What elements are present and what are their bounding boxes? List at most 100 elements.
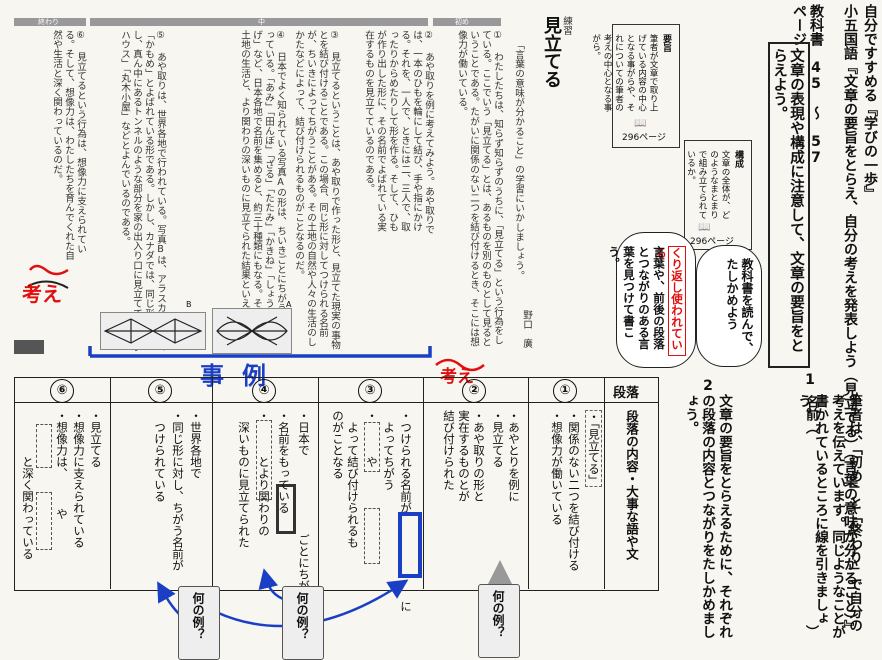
row3-line1: ・つけられる名前が	[399, 410, 413, 514]
paragraph-5: ⑤ あや取りは、世界各地で行われている。写真Bは、アラスカの西部で「かもめ」とよ…	[119, 30, 166, 352]
row1-line2: ・関係のない二つを結び付ける	[567, 410, 581, 571]
divider	[528, 377, 529, 589]
row6-line1: ・見立てる	[89, 410, 103, 468]
callout-what-example	[478, 584, 520, 658]
row4-line1: ・日本で	[297, 410, 311, 456]
header-line2: 小五国語『文章の要旨をとらえ、自分の考えを発表しよう（見立てる）（言葉の意味が分…	[842, 4, 858, 634]
passage-title: 見立てる	[541, 16, 562, 88]
paragraph-4: ④ 日本でよく知られている写真Aの形は、ちいきごとにちがう名前をもっている。「あ…	[239, 30, 286, 352]
speech-bubble-hint	[616, 232, 696, 368]
row4-line3: ・名前をもっている	[277, 410, 291, 514]
row-number: ⑤	[148, 379, 172, 403]
row2-line1: ・あやとりを例に	[507, 410, 521, 502]
row2-line3: ・あや取りの形と実在するものとが結び付けられた	[442, 410, 486, 502]
blank-box[interactable]	[276, 484, 296, 534]
row5-line3: つけられている	[153, 410, 167, 503]
book-icon: 📖	[634, 118, 647, 129]
youshi-page: 296ページ	[622, 133, 666, 143]
table-header-paragraph: 段落	[613, 386, 640, 401]
task2-number: 2	[700, 378, 716, 394]
row3-line4: ・ や	[365, 410, 379, 468]
blank-box[interactable]	[364, 422, 380, 472]
row3-line2: よってちがう	[382, 410, 396, 491]
kousei-title: 構成	[733, 150, 743, 168]
row-number: ⑥	[50, 379, 74, 403]
paragraph-table	[14, 377, 659, 591]
section-middle-label: 中	[258, 18, 265, 26]
section-end-label: 終わり	[38, 18, 59, 26]
row3-line5: よって結び付けられるものがことなる	[331, 410, 360, 548]
row4-line4: ・ とより関わりの	[257, 410, 271, 537]
callout-what-example	[282, 586, 324, 660]
paragraph-3: ③ 見立てるということは、あや取りで作った形と、見立てた現実の事物とを結び付ける…	[293, 30, 340, 350]
textbook-pages: 教科書 45 〜 57 ページ	[791, 4, 824, 180]
row-number: ④	[252, 379, 276, 403]
kousei-page: 296ページ	[690, 237, 734, 247]
callout-text: 何の例？	[191, 592, 205, 640]
string-figure-a	[216, 316, 288, 346]
callout-text: 何の例？	[295, 592, 309, 640]
row4-line5: 深いものに見立てられた	[237, 410, 251, 549]
row6-line2: ・想像力に支えられている	[72, 410, 86, 548]
divider	[423, 377, 424, 589]
section-start-label: 初め	[455, 18, 469, 26]
divider	[604, 377, 605, 589]
task2-text: 文章の要旨をとらえるために、それぞれの段落の内容とつながりをたしかめましょう。	[682, 394, 732, 639]
blank-box-highlighted[interactable]	[398, 512, 422, 578]
bubble-hint-text: 言葉や、前後の段落とつながりのある言葉を見つけて書こう。	[607, 246, 666, 350]
paragraph-2: ② あや取りを例に考えてみよう。あや取りでは、一本のひもを輪にして結び、手や指に…	[363, 30, 434, 235]
paragraph-1: ① わたしたちは、知らず知らずのうちに、「見立てる」という行為をしている。ここで…	[456, 30, 503, 347]
row5-line2: ・同じ形に対し、ちがう名前が	[171, 410, 185, 571]
row-number: ②	[462, 379, 486, 403]
row-number: ③	[358, 379, 382, 403]
photo-b-label: B	[186, 300, 192, 309]
task1-number: 1	[802, 372, 818, 388]
table-header-content: 段落の内容・大事な語や文	[624, 410, 639, 560]
name-close: ）	[803, 625, 818, 638]
row-number: ①	[553, 379, 577, 403]
kousei-body: 文章の全体が、どのようなまとまりで組み立てられているか。	[685, 150, 731, 219]
row5-line1: ・世界各地で	[189, 410, 203, 479]
author: 野口 廣	[521, 310, 532, 349]
row2-line2: ・見立てる	[491, 410, 505, 468]
blank-box[interactable]	[36, 424, 52, 468]
blank-box[interactable]	[256, 420, 272, 500]
row6-line4: と深く関わっている	[21, 410, 35, 560]
youshi-note	[612, 24, 680, 148]
callout-text: 何の例？	[491, 590, 505, 638]
blank-box[interactable]	[36, 492, 52, 550]
row4-line2: ごとにちがう	[297, 488, 311, 603]
row3-line3: に	[399, 520, 413, 613]
youshi-title: 要旨	[661, 34, 671, 52]
goal-box	[768, 42, 810, 368]
divider	[318, 377, 319, 589]
task1-text: 筆者は、「初め」と「終わり」で自分の考えを伝えています。同じようなことが書かれて…	[795, 394, 862, 639]
name-label: 名前（	[803, 395, 818, 434]
kangae-annotation-left: 考え	[22, 282, 62, 306]
photo-a-label: A	[286, 300, 292, 309]
photo-b	[100, 312, 206, 350]
youshi-body: 筆者が文章で取り上げている内容の中心となる事がらや、それについての筆者の考えの中…	[590, 34, 659, 112]
row6-line3: ・想像力は、 や	[55, 410, 69, 520]
photo-a	[212, 308, 292, 354]
divider	[110, 377, 111, 589]
bubble-check-text: 教科書を読んで、たしかめよう	[725, 258, 754, 354]
section-end-bar	[14, 18, 86, 26]
divider	[212, 377, 213, 589]
speech-bubble-check	[696, 245, 762, 367]
bubble-hint-red: くり返し使われている	[654, 246, 686, 356]
header-line1: 自分ですすめる『学びの一歩』	[862, 4, 878, 200]
book-icon: 📖	[698, 222, 711, 233]
building-thumbnail	[14, 340, 44, 354]
section-start-bar	[433, 18, 501, 26]
blank-box[interactable]	[364, 508, 380, 564]
paragraph-6: ⑥ 見立てるという行為は、想像力に支えられている。そして、想像力は、わたしたちを…	[51, 30, 86, 261]
practice-label: 練習	[561, 16, 572, 36]
section-middle-bar	[90, 18, 428, 26]
table-header-divider	[14, 402, 658, 403]
goal-text: 文章の表現や構成に注意して、文章の要旨をとらえよう。	[771, 48, 804, 353]
row1-line3: ・想像力が働いている	[550, 410, 564, 525]
row1-line1: ・「見立てる」	[585, 410, 602, 487]
